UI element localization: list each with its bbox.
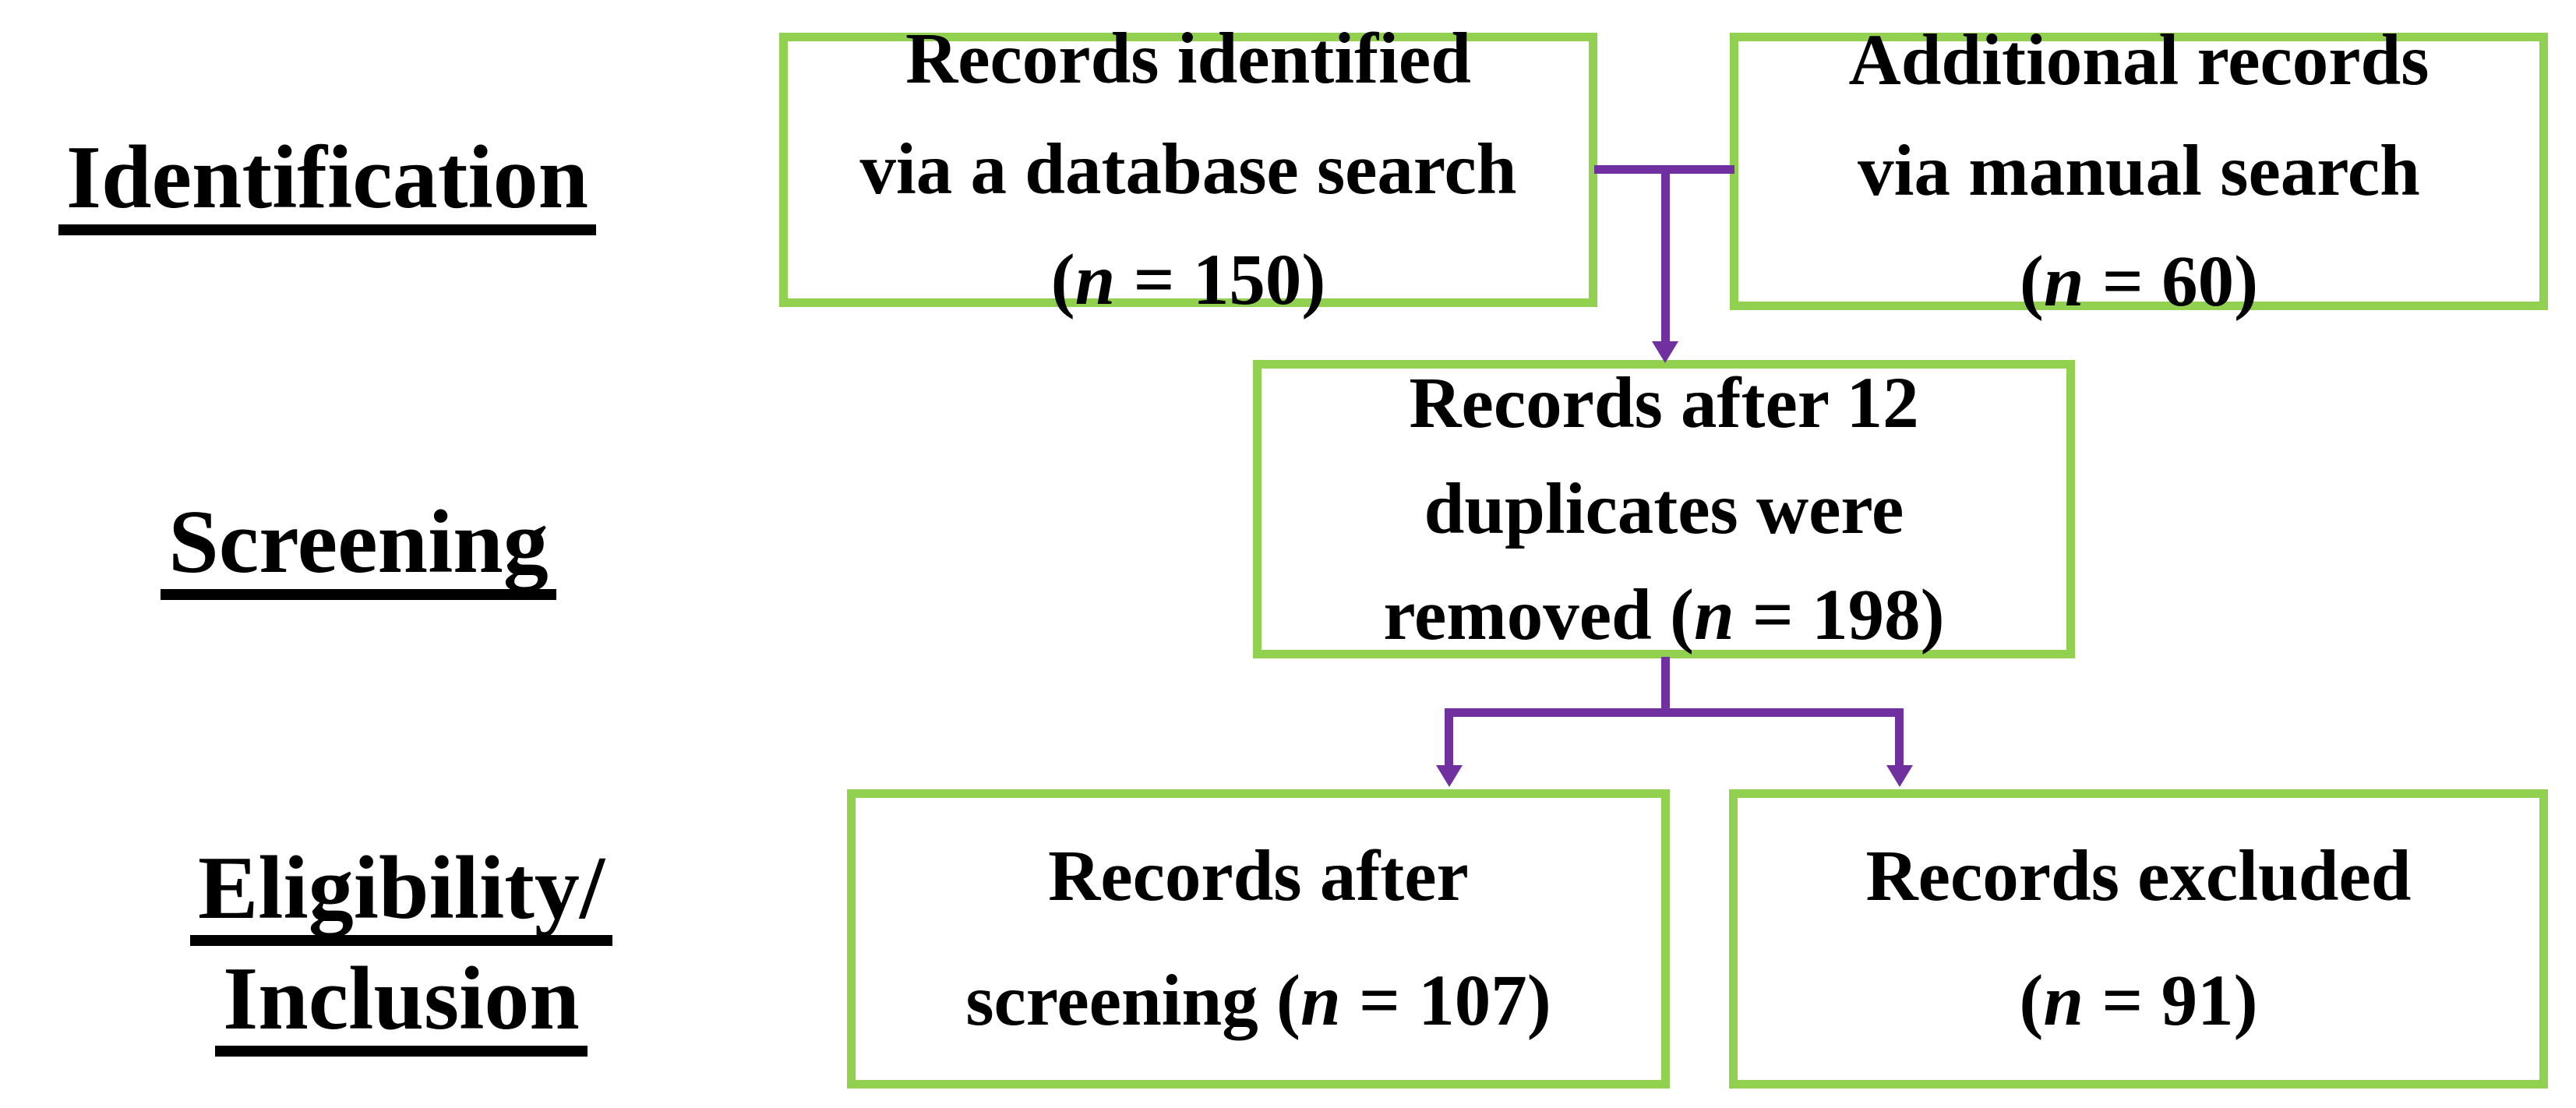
stage-label-identification: Identification <box>16 132 639 235</box>
down-arrow-icon <box>1652 341 1678 363</box>
connector-split-left-vertical-line <box>1445 708 1453 765</box>
stage-label-eligibility-inclusion: Eligibility/ Inclusion <box>171 843 631 1057</box>
box-text-line: Records excluded <box>1865 836 2412 916</box>
box-text-line: removed (n = 198) <box>1383 574 1945 655</box>
flow-box-records-identified-database: Records identified via a database search (… <box>779 19 1597 320</box>
flow-box-records-excluded: Records excluded (n = 91) <box>1729 789 2548 1089</box>
box-text-line: (n = 60) <box>2019 242 2259 322</box>
down-arrow-icon <box>1886 765 1913 787</box>
box-text-line: via manual search <box>1858 131 2420 211</box>
box-text-line: via a database search <box>859 129 1517 210</box>
box-text-line: (n = 150) <box>1050 240 1326 320</box>
stage-label-screening-text: Screening <box>161 497 556 600</box>
box-text-line: screening (n = 107) <box>965 961 1551 1041</box>
connector-merge-vertical-line <box>1661 165 1670 341</box>
connector-split-stub-line <box>1661 657 1670 717</box>
box-text-line: Records after 12 <box>1409 362 1919 443</box>
stage-label-eligibility-line2: Inclusion <box>215 954 588 1057</box>
flow-box-records-after-screening: Records after screening (n = 107) <box>847 789 1670 1089</box>
box-text-line: (n = 91) <box>2019 961 2258 1041</box>
stage-label-identification-text: Identification <box>58 132 597 235</box>
flow-box-additional-records-manual: Additional records via manual search (n = … <box>1730 20 2548 322</box>
box-text-line: Additional records <box>1848 20 2430 101</box>
stage-label-screening: Screening <box>109 497 608 600</box>
connector-split-right-vertical-line <box>1895 708 1904 765</box>
flow-box-records-after-duplicates-removed: Records after 12 duplicates were removed (… <box>1253 360 2075 658</box>
connector-split-horizontal-line <box>1445 708 1904 717</box>
box-text-line: Records after <box>1048 836 1469 916</box>
stage-label-eligibility-line1: Eligibility/ <box>189 843 613 946</box>
box-text-line: Records identified <box>905 19 1471 99</box>
box-text-line: duplicates were <box>1424 468 1904 549</box>
down-arrow-icon <box>1436 765 1463 787</box>
